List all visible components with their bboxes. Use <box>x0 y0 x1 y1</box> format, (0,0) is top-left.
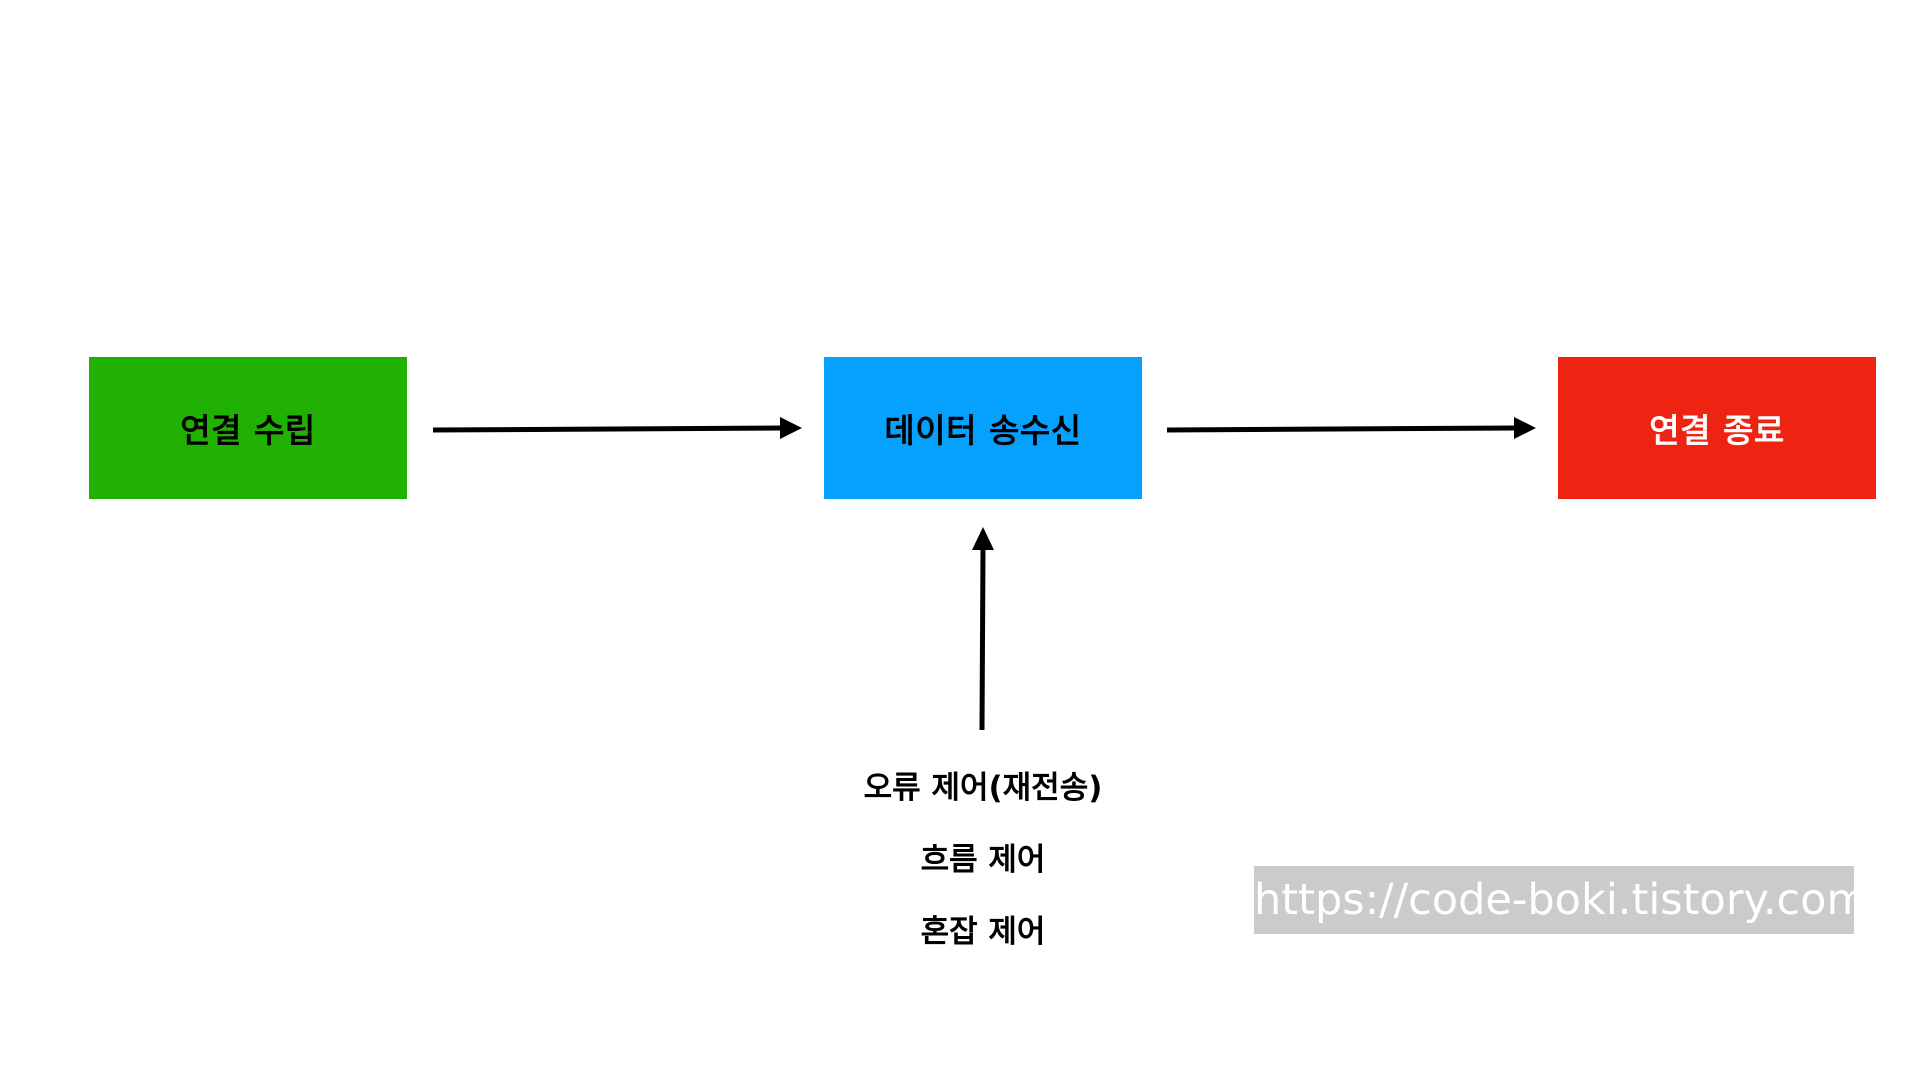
arrow-transfer-to-close <box>1166 417 1536 439</box>
arrow-connect-to-transfer <box>432 417 802 439</box>
close-node-label: 연결 종료 <box>1649 411 1785 450</box>
flow-control-label: 흐름 제어 <box>920 842 1046 878</box>
error-control-label: 오류 제어(재전송) <box>863 770 1103 806</box>
data-transfer-node-label: 데이터 송수신 <box>884 411 1082 450</box>
data-transfer-node: 데이터 송수신 <box>824 357 1142 499</box>
arrow-controls-to-transfer <box>972 527 994 731</box>
congestion-control-label: 혼잡 제어 <box>920 914 1046 950</box>
control-list: 오류 제어(재전송) 흐름 제어 혼잡 제어 <box>783 770 1183 986</box>
connect-node-label: 연결 수립 <box>180 411 316 450</box>
watermark: https://code-boki.tistory.com <box>1254 866 1854 934</box>
close-node: 연결 종료 <box>1558 357 1876 499</box>
connect-node: 연결 수립 <box>89 357 407 499</box>
